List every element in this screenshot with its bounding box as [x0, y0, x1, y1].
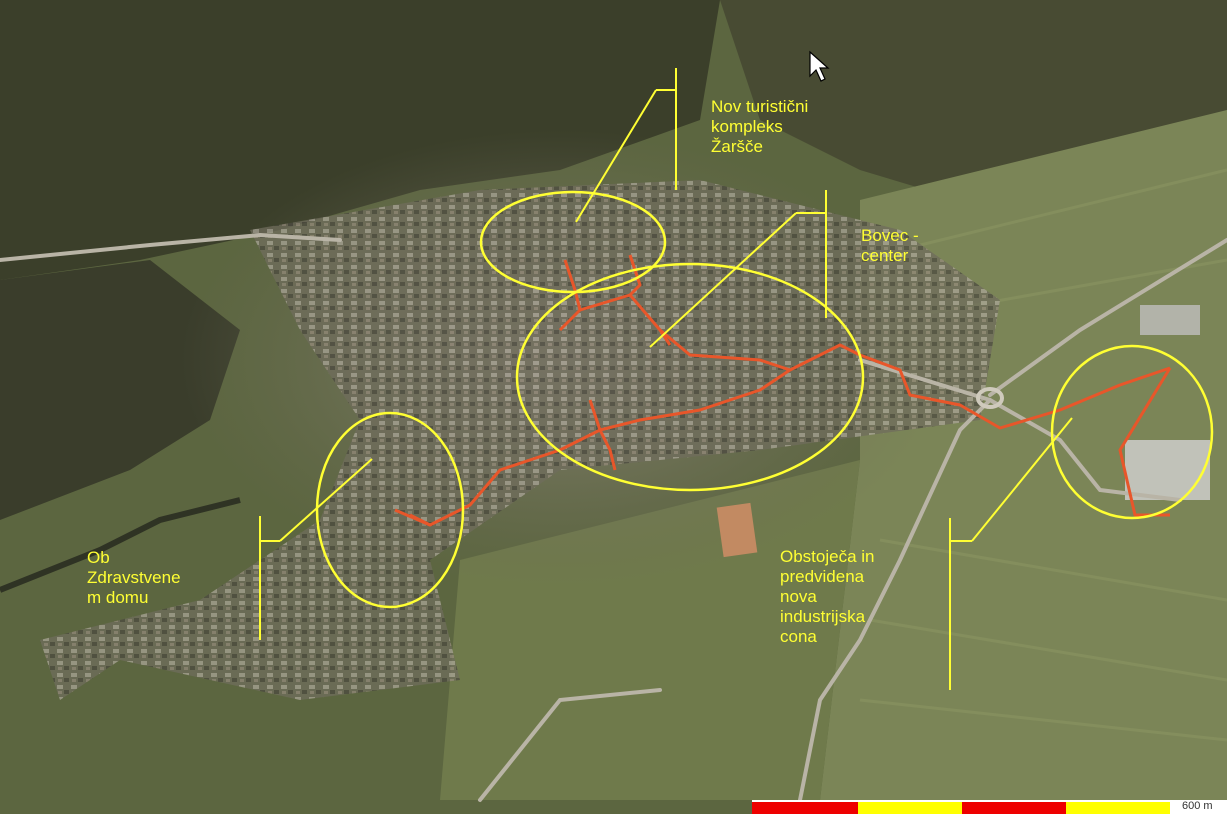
- label-center: Bovec - center: [861, 226, 919, 265]
- scale-bar: 600 m: [752, 800, 1227, 814]
- annotation-ellipses: [315, 190, 1214, 609]
- leader-lines: [259, 68, 1073, 690]
- river: [0, 497, 241, 593]
- mouse-cursor-icon: [809, 50, 830, 82]
- industrial-building: [1125, 440, 1210, 500]
- label-industrial-zone: Obstoječa in predvidena nova industrijsk…: [780, 547, 875, 646]
- sports-court: [716, 502, 758, 558]
- scale-segment: [752, 802, 858, 814]
- zone-industrial: [1050, 344, 1214, 520]
- scale-segment: [858, 802, 962, 814]
- scale-segment: [1066, 802, 1170, 814]
- label-tourist-complex: Nov turistični kompleks Žaršče: [711, 97, 809, 156]
- label-health-home: Ob Zdravstvene m domu: [87, 548, 181, 607]
- zone-tourist-complex: [479, 190, 667, 294]
- field-stripes: [859, 168, 1227, 742]
- scale-segment: [962, 802, 1066, 814]
- scale-label: 600 m: [1182, 800, 1213, 812]
- town-buildings: [40, 180, 1000, 700]
- roundabout: [976, 387, 1004, 409]
- forest-top-right: [720, 0, 1227, 200]
- zone-health-home: [315, 411, 465, 609]
- forest-hills: [0, 0, 720, 280]
- industrial-building: [1140, 305, 1200, 335]
- forest-left: [0, 260, 240, 520]
- zone-center: [515, 262, 865, 492]
- roads: [0, 232, 1227, 802]
